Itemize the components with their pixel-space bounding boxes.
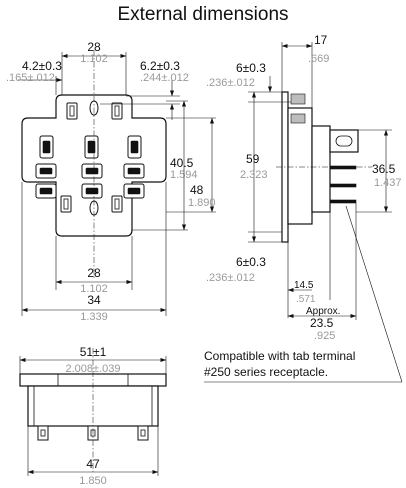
top-slot-left [66, 102, 78, 120]
outer-height-in: 1.890 [188, 197, 216, 209]
inner-height-mm: 40.5 [170, 156, 194, 170]
top-slot-right [111, 102, 123, 120]
height-mm: 59 [246, 152, 260, 166]
depth-in: .669 [308, 53, 329, 65]
left-offset-mm: 4.2±0.3 [22, 59, 62, 73]
note-line-2: #250 series receptacle. [204, 365, 328, 379]
contact-mid-center-tab [85, 167, 99, 175]
bottom-offset-mm: 6±0.3 [236, 255, 266, 269]
side-tab-terminal [329, 129, 359, 153]
front-terminal-1-hole [40, 429, 46, 437]
tab-length-mm: 14.5 [294, 280, 314, 291]
top-slot-right-inner [114, 105, 120, 117]
left-offset-in: .165±.012 [6, 72, 55, 84]
overall-width-mm: 34 [87, 293, 101, 307]
right-offset-in: .244±.012 [140, 72, 189, 84]
side-view: 17 .669 6±0.3 .236±.012 59 2.323 36.5 1.… [206, 33, 403, 383]
front-terminal-1 [37, 425, 49, 441]
side-pin-3 [329, 199, 357, 204]
right-offset-mm: 6.2±0.3 [140, 59, 180, 73]
top-view: 28 1.102 4.2±0.3 .165±.012 6.2±0.3 .244±… [6, 40, 216, 323]
note-leader-line [345, 205, 403, 383]
outer-height-mm: 48 [190, 183, 204, 197]
terminal-span-mm: 36.5 [372, 162, 396, 176]
note-line-1: Compatible with tab terminal [204, 349, 355, 363]
side-rear-block [311, 125, 331, 213]
contact-top-center-tab [87, 140, 96, 154]
height-in: 2.323 [240, 169, 268, 181]
top-offset-mm: 6±0.3 [236, 61, 266, 75]
front-top-width-mm: 51±1 [80, 345, 107, 359]
front-view: 51±1 2.008±.039 47 1.850 [19, 345, 167, 487]
tab-length-in: .571 [296, 294, 316, 305]
side-upper-clip [290, 113, 306, 124]
front-terminal-3 [137, 425, 149, 441]
contact-low-left-tab [39, 187, 53, 195]
front-bottom-width-in: 1.850 [79, 475, 107, 487]
contact-mid-left-tab [39, 167, 53, 175]
depth-mm: 17 [314, 33, 328, 47]
terminal-span-in: 1.437 [374, 177, 402, 189]
bottom-slot-right-inner [114, 198, 120, 210]
front-terminal-3-hole [140, 429, 146, 437]
width-bottom-mm: 28 [87, 266, 101, 280]
width-bottom-in: 1.102 [80, 283, 108, 295]
drawing-title: External dimensions [117, 4, 289, 25]
approx-label: Approx. [306, 306, 340, 317]
side-pin-1 [329, 165, 357, 170]
side-body [287, 107, 313, 225]
bottom-slot-right [111, 195, 123, 213]
front-bottom-width-mm: 47 [86, 457, 100, 471]
contact-low-center-tab [85, 187, 99, 195]
contact-top-right-tab [130, 140, 139, 154]
bottom-offset-in: .236±.012 [206, 272, 255, 284]
terminal-length-in: .925 [314, 330, 335, 342]
bottom-slot-left [60, 195, 72, 213]
contact-mid-right-tab [127, 167, 141, 175]
contact-top-left-tab [42, 140, 51, 154]
width-top-mm: 28 [87, 40, 101, 54]
side-tab-hole [335, 135, 353, 147]
bottom-slot-left-inner [63, 198, 69, 210]
width-top-in: 1.102 [80, 53, 108, 65]
overall-width-in: 1.339 [80, 311, 108, 323]
top-offset-in: .236±.012 [206, 77, 255, 89]
side-top-clip [290, 93, 306, 105]
contact-low-right-tab [127, 187, 141, 195]
front-top-width-in: 2.008±.039 [66, 363, 121, 375]
terminal-length-mm: 23.5 [310, 316, 334, 330]
side-pin-2 [329, 183, 357, 188]
top-slot-left-inner [69, 105, 75, 117]
